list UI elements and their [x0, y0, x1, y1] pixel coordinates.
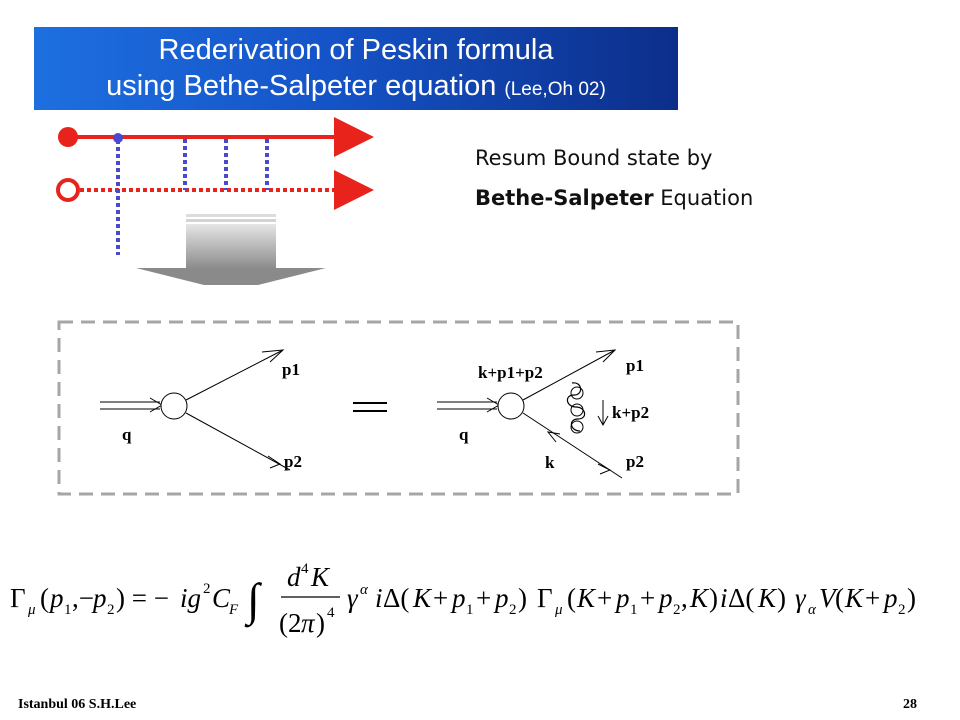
svg-text:4: 4 [327, 605, 335, 621]
svg-text:K: K [757, 583, 778, 613]
diagram-frame [57, 320, 740, 496]
svg-text:i: i [375, 583, 383, 613]
svg-text:K: K [576, 583, 597, 613]
svg-text:1: 1 [630, 602, 638, 618]
label-q-right: q [459, 425, 469, 444]
title-line-1: Rederivation of Peskin formula [158, 34, 554, 66]
svg-text:Γ: Γ [10, 583, 26, 613]
label-kp1p2: k+p1+p2 [478, 363, 543, 382]
svg-text:∫: ∫ [244, 574, 262, 628]
svg-text:1: 1 [64, 602, 72, 618]
svg-text:p: p [657, 583, 673, 613]
page-number: 28 [903, 697, 917, 712]
svg-text:4: 4 [301, 561, 309, 577]
title-banner: Rederivation of Peskin formula using Bet… [34, 27, 678, 110]
vertex-diagram-left [100, 349, 291, 471]
svg-text:V: V [819, 583, 839, 613]
svg-text:p: p [91, 583, 107, 613]
svg-text:K: K [412, 583, 433, 613]
svg-text:K: K [310, 562, 331, 592]
svg-text:π: π [301, 608, 316, 638]
svg-text:K: K [844, 583, 865, 613]
svg-text:i: i [720, 583, 728, 613]
bethe-salpeter-text: Bethe-Salpeter Equation [475, 186, 753, 210]
svg-text:+: + [640, 583, 655, 613]
vertex-diagram-right [437, 349, 623, 479]
title-citation: (Lee,Oh 02) [504, 79, 606, 100]
svg-text:K: K [689, 583, 710, 613]
equals-sign [353, 402, 387, 412]
svg-text:(2: (2 [279, 608, 302, 638]
label-p1-left: p1 [282, 360, 300, 379]
svg-text:γ: γ [795, 583, 807, 613]
svg-text:Δ(: Δ( [383, 583, 409, 613]
svg-text:p: p [493, 583, 509, 613]
title-line-2-text: using Bethe-Salpeter equation [106, 70, 497, 102]
svg-text:2: 2 [898, 602, 906, 618]
svg-text:): ) [709, 583, 718, 613]
svg-text:(: ( [567, 583, 576, 613]
label-p2-right: p2 [626, 452, 644, 471]
svg-text:,−: ,− [72, 583, 94, 613]
label-p2-left: p2 [284, 452, 302, 471]
antiquark-circle [56, 178, 80, 202]
svg-text:p: p [450, 583, 466, 613]
svg-text:2: 2 [509, 602, 517, 618]
svg-text:α: α [360, 582, 369, 598]
svg-text:): ) [777, 583, 786, 613]
bethe-salpeter-bold: Bethe-Salpeter [475, 186, 654, 210]
svg-text:α: α [808, 602, 817, 618]
svg-text:): ) [316, 608, 325, 638]
svg-text:p: p [614, 583, 630, 613]
quark-circle [58, 127, 78, 147]
down-arrow-icon [136, 214, 326, 285]
vertex-dot [113, 133, 123, 143]
svg-text:μ: μ [554, 602, 563, 618]
svg-text:Γ: Γ [537, 583, 553, 613]
label-q-left: q [122, 425, 132, 444]
svg-text:+: + [476, 583, 491, 613]
svg-text:) = −: ) = − [116, 583, 169, 613]
svg-text:): ) [907, 583, 916, 613]
svg-text:+: + [433, 583, 448, 613]
title-line-2: using Bethe-Salpeter equation (Lee,Oh 02… [34, 68, 678, 108]
svg-text:+: + [597, 583, 612, 613]
svg-text:Δ(: Δ( [728, 583, 754, 613]
svg-text:2: 2 [673, 602, 681, 618]
svg-text:2: 2 [107, 602, 115, 618]
label-kp2: k+p2 [612, 403, 649, 422]
svg-text:F: F [228, 602, 239, 618]
equation-word: Equation [653, 186, 754, 210]
svg-text:γ: γ [347, 583, 359, 613]
svg-text:p: p [882, 583, 898, 613]
svg-text:,: , [681, 583, 688, 613]
svg-text:C: C [212, 583, 231, 613]
label-k: k [545, 453, 555, 472]
footer-credit: Istanbul 06 S.H.Lee [18, 697, 137, 712]
svg-text:(: ( [40, 583, 49, 613]
svg-text:ig: ig [180, 583, 201, 613]
label-p1-right: p1 [626, 356, 644, 375]
svg-text:+: + [865, 583, 880, 613]
svg-text:): ) [518, 583, 527, 613]
svg-text:p: p [48, 583, 64, 613]
svg-text:(: ( [835, 583, 844, 613]
svg-text:2: 2 [203, 581, 211, 597]
bound-state-text: Resum Bound state by [475, 146, 713, 170]
svg-text:μ: μ [27, 602, 36, 618]
svg-text:1: 1 [466, 602, 474, 618]
svg-text:d: d [287, 562, 301, 592]
